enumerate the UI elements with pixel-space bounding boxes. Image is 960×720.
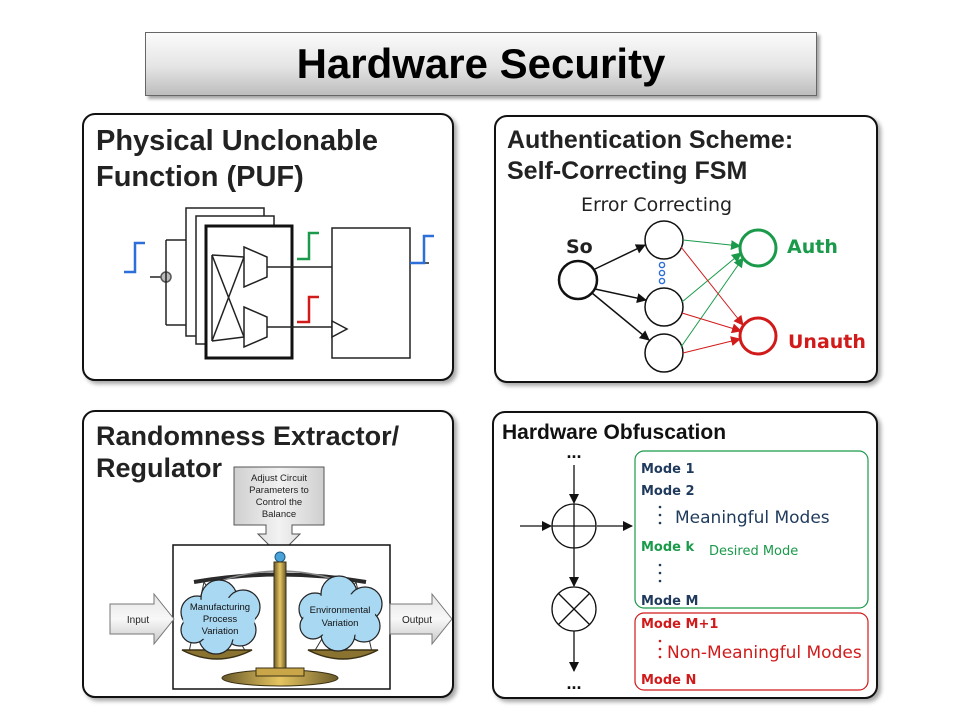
bottom-dots: ... xyxy=(566,673,581,693)
auth-state xyxy=(738,228,778,268)
unauth-state xyxy=(738,316,778,356)
extractor-title-line1: Randomness Extractor/ xyxy=(96,421,400,451)
extractor-title: Randomness Extractor/ Regulator xyxy=(96,420,399,484)
unauth-label: Unauth xyxy=(788,331,866,353)
output-arrow xyxy=(389,592,452,646)
puf-circuit xyxy=(124,207,434,360)
dot-2 xyxy=(658,269,666,277)
puf-title: Physical Unclonable Function (PUF) xyxy=(96,123,378,195)
mux-top xyxy=(243,245,268,289)
auth-title-line2: Self-Correcting FSM xyxy=(507,157,748,185)
input-arrow xyxy=(109,592,175,646)
right-cloud-line-2: Variation xyxy=(322,618,359,629)
start-state xyxy=(557,259,599,301)
arbiter-block xyxy=(331,227,411,359)
right-cloud xyxy=(298,575,383,652)
input-pulse-blue xyxy=(124,241,145,274)
callout-line-2: Parameters to xyxy=(249,485,309,496)
non-meaningful-modes-label: Non-Meaningful Modes xyxy=(667,643,862,663)
desired-mode-label: Desired Mode xyxy=(709,544,798,559)
output-pulse-blue xyxy=(410,234,434,265)
mode-m: Mode M xyxy=(641,594,698,609)
obfuscation-diagram: ... ... Mode 1 Mode 2 Meaningful Modes M… xyxy=(520,442,869,693)
dot-3 xyxy=(658,277,666,285)
error-correcting-label: Error Correcting xyxy=(581,194,732,216)
fsm-diagram: Error Correcting So Auth Unauth xyxy=(557,194,866,373)
puf-title-line1: Physical Unclonable xyxy=(96,125,379,157)
top-dots: ... xyxy=(566,442,581,462)
scale-column xyxy=(273,561,287,675)
clock-triangle xyxy=(331,319,349,339)
right-cloud-line-1: Environmental xyxy=(310,605,371,616)
left-cloud xyxy=(180,579,261,655)
mux-bottom xyxy=(243,305,268,349)
start-state-label: So xyxy=(566,236,593,258)
callout-line-4: Balance xyxy=(262,509,296,520)
right-pan xyxy=(307,649,379,660)
mode-n: Mode N xyxy=(641,673,696,688)
obfuscation-panel: Hardware Obfuscation ... ... Mode 1 Mode… xyxy=(492,411,878,699)
left-cloud-line-1: Manufacturing xyxy=(190,602,250,613)
state-mid xyxy=(644,287,684,327)
obfuscation-title: Hardware Obfuscation xyxy=(502,421,727,444)
meaningful-modes-label: Meaningful Modes xyxy=(675,508,830,528)
title-banner: Hardware Security xyxy=(145,32,817,96)
scale-base-block xyxy=(255,667,305,677)
extractor-title-line2: Regulator xyxy=(96,453,223,483)
state-top xyxy=(644,220,684,260)
auth-panel: Authentication Scheme: Self-Correcting F… xyxy=(494,115,878,383)
dot-1 xyxy=(658,261,666,269)
page-title: Hardware Security xyxy=(296,40,666,87)
pulse-green xyxy=(297,231,319,261)
puf-panel: Physical Unclonable Function (PUF) xyxy=(82,113,454,381)
meaningful-modes-box xyxy=(634,450,869,609)
mode-m-plus-1: Mode M+1 xyxy=(641,617,718,632)
auth-label: Auth xyxy=(787,236,838,258)
scale-top-ball xyxy=(274,551,286,563)
auth-title-line1: Authentication Scheme: xyxy=(507,126,794,154)
mode-k: Mode k xyxy=(641,540,695,555)
state-bottom xyxy=(644,333,684,373)
auth-title: Authentication Scheme: Self-Correcting F… xyxy=(507,125,793,187)
left-cloud-line-3: Variation xyxy=(202,626,239,637)
extractor-panel: Randomness Extractor/ Regulator Adjust C… xyxy=(82,410,454,698)
callout-line-3: Control the xyxy=(256,497,302,508)
input-label: Input xyxy=(127,615,149,626)
pulse-red xyxy=(297,295,319,324)
balance-diagram: Adjust Circuit Parameters to Control the… xyxy=(109,466,452,690)
mode-2: Mode 2 xyxy=(641,484,695,499)
left-cloud-line-2: Process xyxy=(203,614,238,625)
output-label: Output xyxy=(402,615,432,626)
non-meaningful-modes-box xyxy=(634,612,869,691)
callout-line-1: Adjust Circuit xyxy=(251,473,307,484)
mode-1: Mode 1 xyxy=(641,462,695,477)
puf-title-line2: Function (PUF) xyxy=(96,161,304,193)
